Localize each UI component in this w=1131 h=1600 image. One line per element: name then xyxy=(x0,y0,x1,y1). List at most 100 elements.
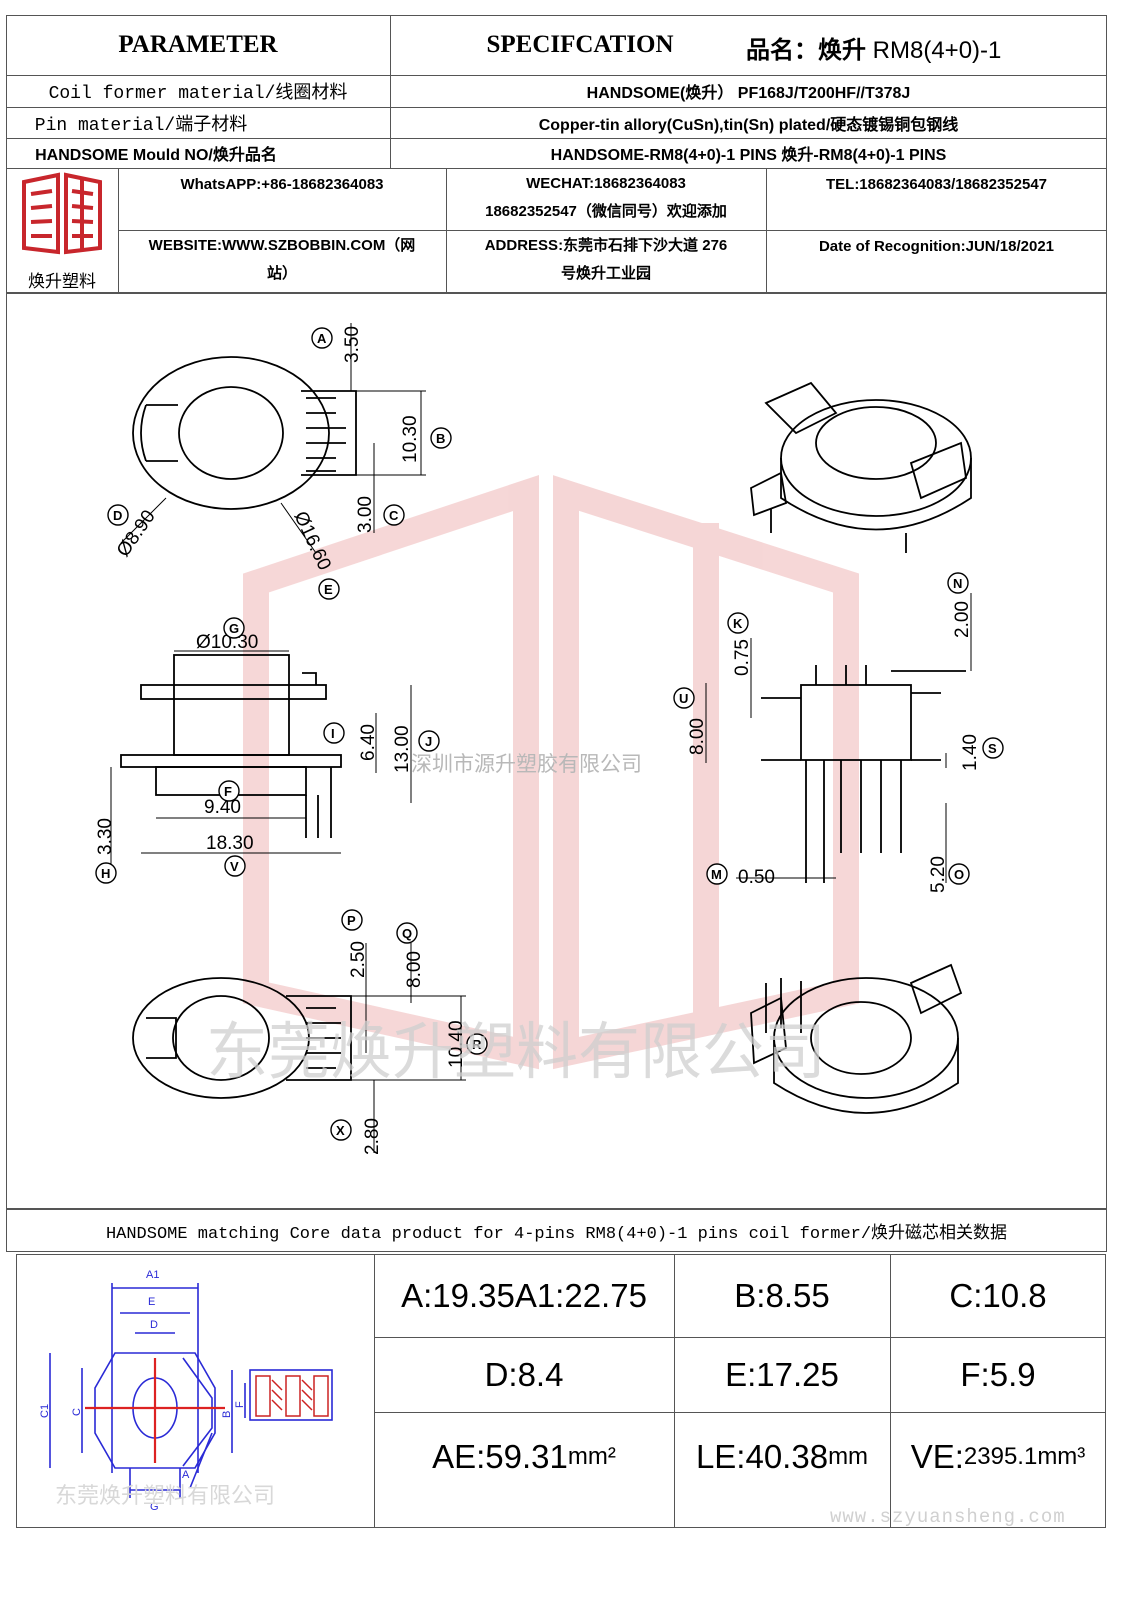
svg-text:O: O xyxy=(954,867,964,882)
dim-s-text: 1.40 xyxy=(960,734,981,771)
dim-a-text: 3.50 xyxy=(342,326,363,363)
isometric-view-top xyxy=(750,381,972,553)
isometric-view-bottom xyxy=(750,963,963,1114)
diagram-label-f: F xyxy=(234,1401,246,1408)
diagram-label-b: B xyxy=(221,1411,233,1418)
watermark-company-small: 深圳市源升塑胶有限公司 xyxy=(411,753,642,776)
logo-caption: 焕升塑料 xyxy=(28,272,96,291)
dim-q-text: 8.00 xyxy=(404,951,425,988)
ae-label: AE:59.31 xyxy=(432,1438,568,1475)
core-value-e: E:17.25 xyxy=(725,1355,839,1393)
diagram-label-e: E xyxy=(148,1296,155,1308)
dim-m-text: 0.50 xyxy=(738,867,775,888)
address-line2: 号焕升工业园 xyxy=(560,265,651,282)
website: WEBSITE:WWW.SZBOBBIN.COM（网 站） xyxy=(118,232,446,288)
website-line1: WEBSITE:WWW.SZBOBBIN.COM（网 xyxy=(148,237,416,254)
logo-mark-icon xyxy=(22,172,102,255)
core-value-ve: VE:2395.1mm³ xyxy=(890,1412,1106,1502)
core-dimension-diagram: A1 E D C1 C G A B F 东莞焕升塑料有限公司 xyxy=(39,1269,333,1513)
svg-text:J: J xyxy=(425,734,432,749)
specification-header: SPECIFCATION xyxy=(486,31,674,58)
core-title-bar xyxy=(6,1209,1107,1252)
website-line2: 站） xyxy=(266,265,297,282)
diagram-label-a: A xyxy=(182,1469,190,1481)
top-view xyxy=(120,323,426,554)
spec-table xyxy=(6,15,1107,293)
core-value-f: F:5.9 xyxy=(960,1355,1036,1393)
footer-watermark: www.szyuansheng.com xyxy=(830,1506,1066,1528)
dim-c-text: 3.00 xyxy=(355,496,376,533)
technical-drawing: 3.50 10.30 3.00 Ø8.90 Ø16.60 Ø10.30 6.40… xyxy=(95,323,1004,1155)
ve-label: VE: xyxy=(910,1438,964,1475)
dim-h-text: 3.30 xyxy=(95,818,116,855)
parameter-header: PARAMETER xyxy=(118,31,278,58)
svg-text:B: B xyxy=(436,431,445,446)
diagram-label-c: C xyxy=(71,1408,83,1416)
front-view xyxy=(705,593,972,883)
address-line1: ADDRESS:东莞市石排下沙大道 276 xyxy=(484,237,728,254)
diagram-label-c1: C1 xyxy=(39,1404,51,1418)
svg-text:A: A xyxy=(317,331,327,346)
svg-text:C: C xyxy=(389,508,399,523)
svg-text:E: E xyxy=(324,582,333,597)
svg-text:Q: Q xyxy=(402,926,412,941)
diagram-label-a1: A1 xyxy=(146,1269,159,1281)
core-data-table xyxy=(16,1254,1106,1528)
ve-unit: 2395.1mm³ xyxy=(963,1443,1086,1470)
pin-material-label: Pin material/端子材料 xyxy=(34,115,248,136)
drawing-area xyxy=(6,293,1107,1209)
svg-text:P: P xyxy=(347,913,356,928)
svg-text:X: X xyxy=(336,1123,345,1138)
svg-text:F: F xyxy=(224,784,232,799)
wechat-line2: 18682352547（微信同号）欢迎添加 xyxy=(485,203,727,220)
svg-text:N: N xyxy=(953,576,962,591)
product-name-label: 品名：焕升 xyxy=(746,38,866,64)
le-unit: mm xyxy=(828,1443,869,1470)
svg-text:M: M xyxy=(711,867,722,882)
watermark-company-large: 东莞焕升塑料有限公司 xyxy=(206,1018,826,1087)
core-section-title: HANDSOME matching Core data product for … xyxy=(105,1224,1008,1244)
core-value-d: D:8.4 xyxy=(484,1355,564,1393)
diagram-watermark: 东莞焕升塑料有限公司 xyxy=(55,1483,275,1508)
company-logo: 焕升塑料 xyxy=(12,172,112,291)
dim-f-text: 9.40 xyxy=(204,797,241,818)
diagram-label-d: D xyxy=(150,1319,158,1331)
svg-text:K: K xyxy=(733,616,743,631)
svg-text:I: I xyxy=(331,726,335,741)
dim-r-text: 10.40 xyxy=(446,1020,467,1068)
dim-x-text: 2.80 xyxy=(362,1118,383,1155)
mould-no-value: HANDSOME-RM8(4+0)-1 PINS 焕升-RM8(4+0)-1 P… xyxy=(550,147,947,164)
coil-material-label: Coil former material/线圈材料 xyxy=(48,84,348,104)
svg-text:U: U xyxy=(679,691,688,706)
product-name-value: RM8(4+0)-1 xyxy=(872,37,1002,64)
le-label: LE:40.38 xyxy=(695,1438,829,1475)
pin-material-value: Copper-tin allory(CuSn),tin(Sn) plated/硬… xyxy=(538,116,959,134)
dim-v-text: 18.30 xyxy=(206,833,254,854)
wechat-line1: WECHAT:18682364083 xyxy=(526,175,686,192)
svg-text:R: R xyxy=(472,1037,482,1052)
bottom-view xyxy=(132,943,466,1153)
telephone: TEL:18682364083/18682352547 xyxy=(825,176,1048,193)
side-view xyxy=(110,650,412,868)
dim-i-text: 6.40 xyxy=(358,724,379,761)
watermark-logo-icon xyxy=(243,474,859,1070)
core-value-b: B:8.55 xyxy=(734,1276,830,1314)
diagram-label-g: G xyxy=(150,1501,159,1513)
ae-unit: mm² xyxy=(567,1443,616,1470)
core-value-a: A:19.35A1:22.75 xyxy=(401,1276,647,1314)
dim-o-text: 5.20 xyxy=(928,856,949,893)
dim-u-text: 8.00 xyxy=(687,718,708,755)
recognition-date: Date of Recognition:JUN/18/2021 xyxy=(818,238,1055,255)
dimension-label-markers: A B C D E G I J F V H K U N S M O P Q R … xyxy=(95,327,1004,1141)
dim-n-text: 2.00 xyxy=(952,601,973,638)
dim-j-text: 13.00 xyxy=(392,725,413,773)
coil-material-value: HANDSOME(焕升） PF168J/T200HF//T378J xyxy=(586,85,911,102)
dim-k-text: 0.75 xyxy=(732,639,753,676)
address: ADDRESS:东莞市石排下沙大道 276 号焕升工业园 xyxy=(446,232,766,288)
dim-b-text: 10.30 xyxy=(400,415,421,463)
wechat: WECHAT:18682364083 18682352547（微信同号）欢迎添加 xyxy=(446,170,766,226)
svg-text:S: S xyxy=(988,741,997,756)
whatsapp: WhatsAPP:+86-18682364083 xyxy=(180,176,384,193)
dim-g-text: Ø10.30 xyxy=(196,632,258,653)
